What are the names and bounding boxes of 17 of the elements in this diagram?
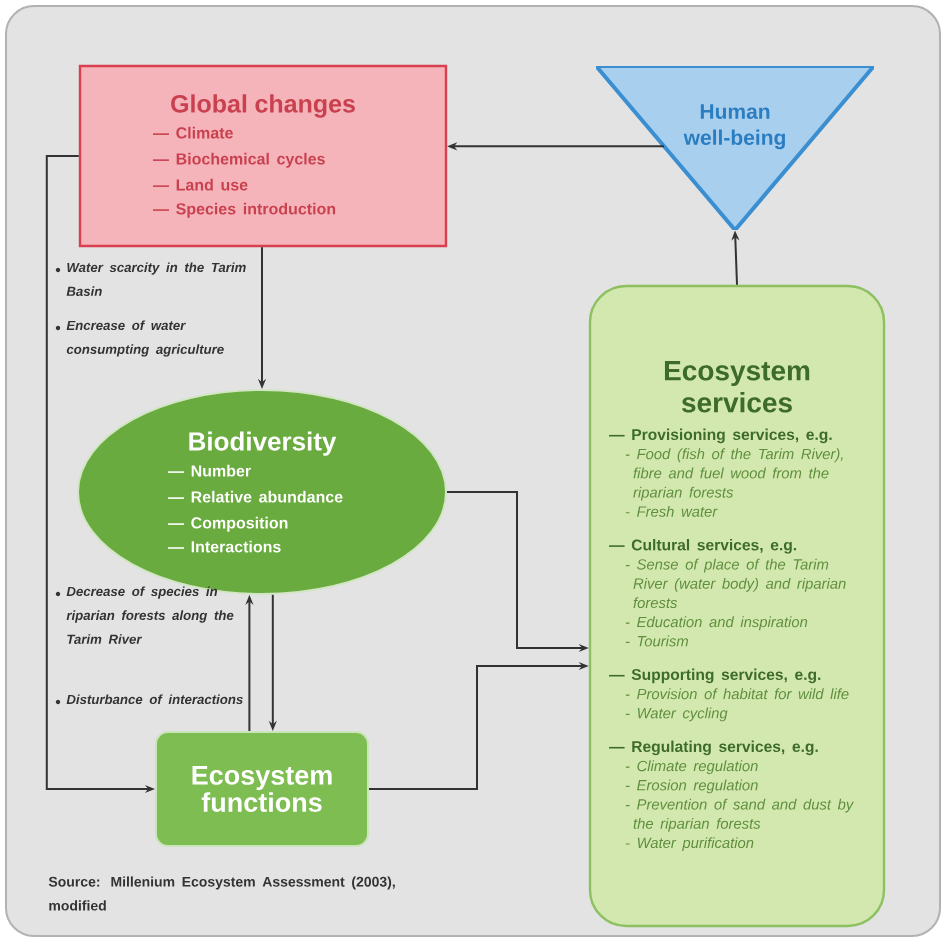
heading: Ecosystem functions: [192, 766, 332, 812]
list-item: — Climate: [153, 126, 233, 139]
functions-box: [155, 731, 369, 847]
heading: Human well-being: [683, 104, 785, 150]
list-item: — Biochemical cycles: [153, 152, 325, 168]
heading: Global changes: [171, 94, 355, 118]
changes-box: [78, 64, 448, 248]
services-box: [588, 284, 886, 928]
list-item: — Species introduction: [153, 202, 336, 218]
list-item: — Number: [168, 464, 251, 477]
heading: Biodiversity: [189, 431, 337, 456]
wellbeing-triangle: [596, 66, 874, 230]
list-item: — Composition: [168, 516, 288, 532]
list-item: — Interactions: [168, 540, 281, 553]
heading: Ecosystem services: [664, 361, 810, 413]
list-item: — Land use: [153, 178, 248, 191]
list-item: — Relative abundance: [168, 490, 343, 503]
